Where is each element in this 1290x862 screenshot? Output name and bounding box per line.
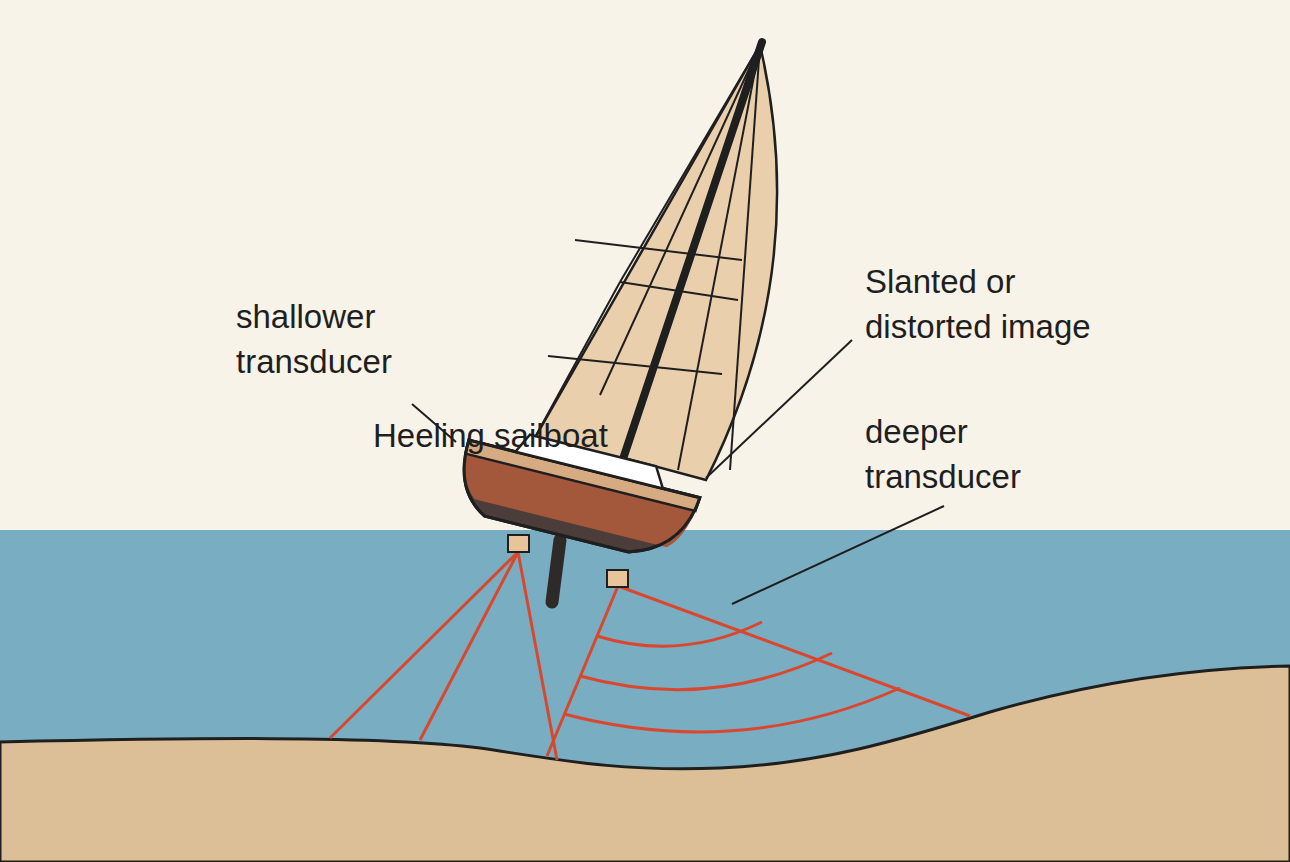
callout-label: deeper transducer (865, 409, 1075, 499)
keel (552, 540, 560, 602)
sonar-beams (330, 552, 970, 760)
callout-label: Slanted or distorted image (865, 259, 1135, 349)
seafloor (0, 666, 1290, 862)
mast (622, 42, 762, 462)
callout-label: shallower transducer (236, 294, 436, 384)
shallow-transducer (508, 535, 529, 552)
deep-transducer (607, 570, 628, 587)
water (0, 530, 1290, 862)
callout-label: Heeling sailboat (373, 413, 703, 458)
leader-lines (412, 340, 944, 604)
